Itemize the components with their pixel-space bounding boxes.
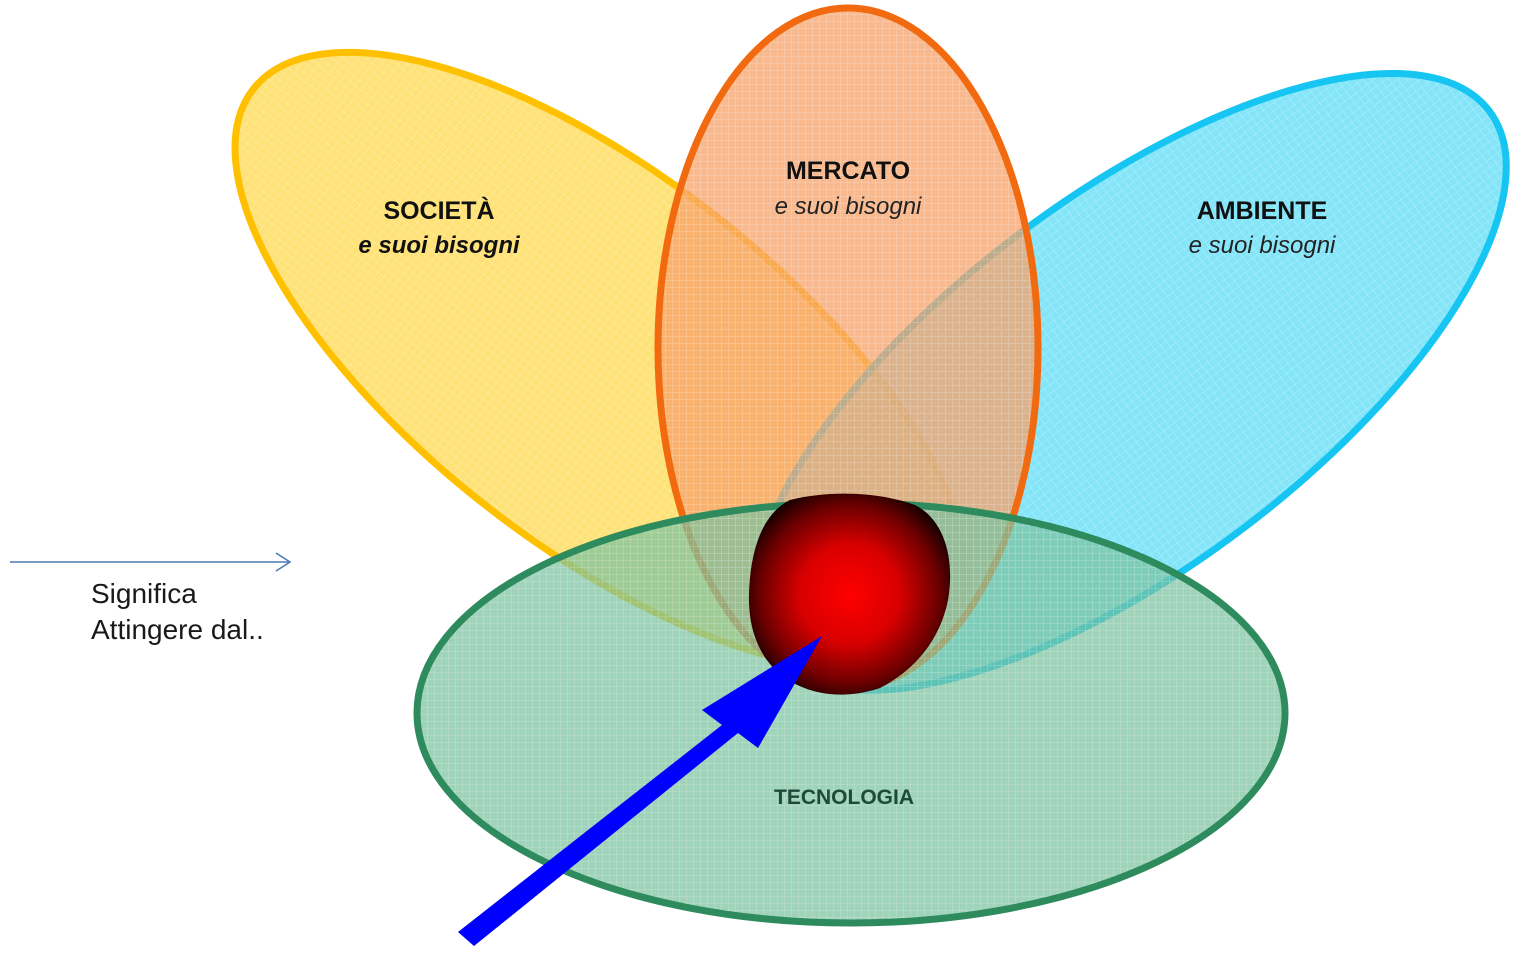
ambiente-title: AMBIENTE <box>1197 197 1328 225</box>
tecnologia-ellipse <box>413 499 1289 927</box>
mercato-title: MERCATO <box>786 157 910 185</box>
thin-arrow <box>10 552 292 572</box>
ambiente-subtitle: e suoi bisogni <box>1189 232 1336 259</box>
side-note: Significa Attingere dal.. <box>91 576 264 648</box>
core-shape <box>748 493 951 695</box>
side-note-line1: Significa <box>91 578 197 609</box>
mercato-subtitle: e suoi bisogni <box>775 193 922 220</box>
tecnologia-title: TECNOLOGIA <box>774 786 914 809</box>
societa-title: SOCIETÀ <box>383 196 494 225</box>
societa-subtitle: e suoi bisogni <box>358 232 521 259</box>
pointer-arrow <box>458 636 822 946</box>
side-note-line2: Attingere dal.. <box>91 614 264 645</box>
